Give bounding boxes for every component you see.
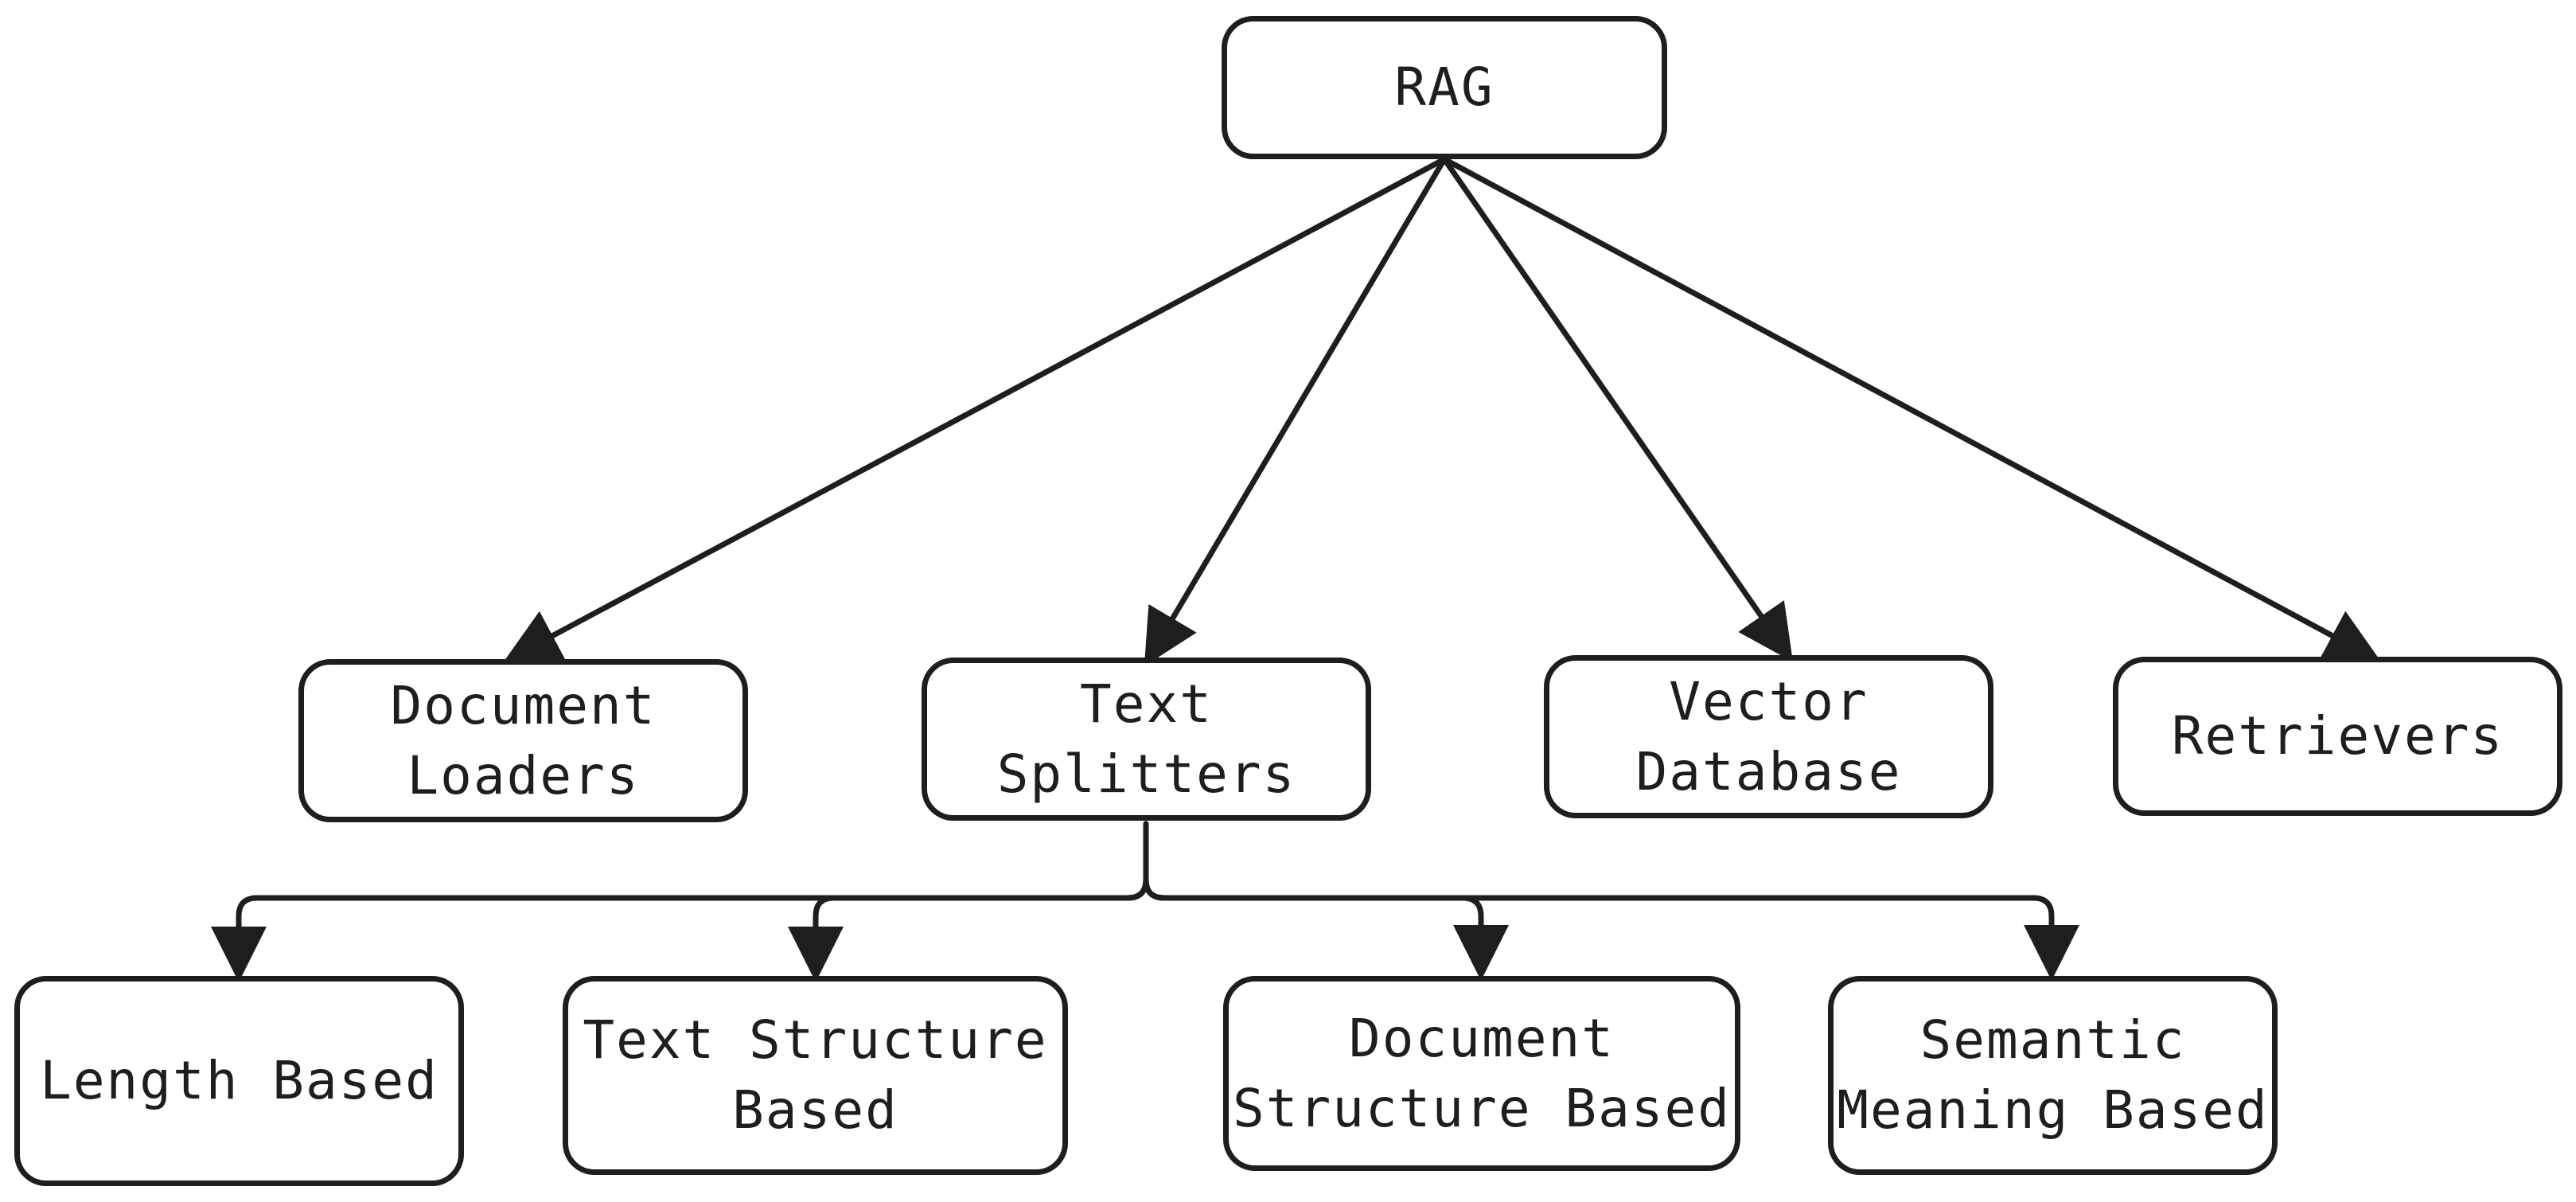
node-vector-database-label: Vector Database bbox=[1635, 670, 1902, 802]
node-document-loaders-label: Document Loaders bbox=[390, 674, 657, 806]
node-length-based-label: Length Based bbox=[40, 1050, 438, 1111]
edge-rag-to-text-splitters bbox=[1144, 156, 1448, 667]
node-document-structure-based-label: Document Structure Based bbox=[1232, 1007, 1732, 1139]
node-text-splitters-label: Text Splitters bbox=[996, 673, 1296, 805]
node-semantic-meaning-based: Semantic Meaning Based bbox=[1828, 976, 2278, 1175]
edge-rag-to-retrievers bbox=[1441, 156, 2382, 662]
edge-splitters-to-semantic-meaning bbox=[1143, 821, 2079, 981]
node-retrievers-label: Retrievers bbox=[2171, 705, 2504, 767]
node-document-loaders: Document Loaders bbox=[298, 659, 748, 822]
node-retrievers: Retrievers bbox=[2113, 657, 2562, 816]
edge-rag-to-document-loaders bbox=[503, 156, 1448, 662]
node-length-based: Length Based bbox=[14, 976, 464, 1186]
edge-splitters-to-text-structure bbox=[788, 821, 1149, 982]
edge-rag-to-vector-database bbox=[1441, 156, 1793, 662]
node-rag-label: RAG bbox=[1394, 57, 1495, 118]
node-document-structure-based: Document Structure Based bbox=[1223, 976, 1740, 1171]
node-vector-database: Vector Database bbox=[1544, 655, 1993, 818]
node-text-splitters: Text Splitters bbox=[922, 658, 1371, 821]
node-text-structure-based: Text Structure Based bbox=[563, 976, 1068, 1175]
node-rag: RAG bbox=[1222, 16, 1667, 159]
node-semantic-meaning-based-label: Semantic Meaning Based bbox=[1837, 1009, 2269, 1141]
node-text-structure-based-label: Text Structure Based bbox=[583, 1009, 1048, 1141]
